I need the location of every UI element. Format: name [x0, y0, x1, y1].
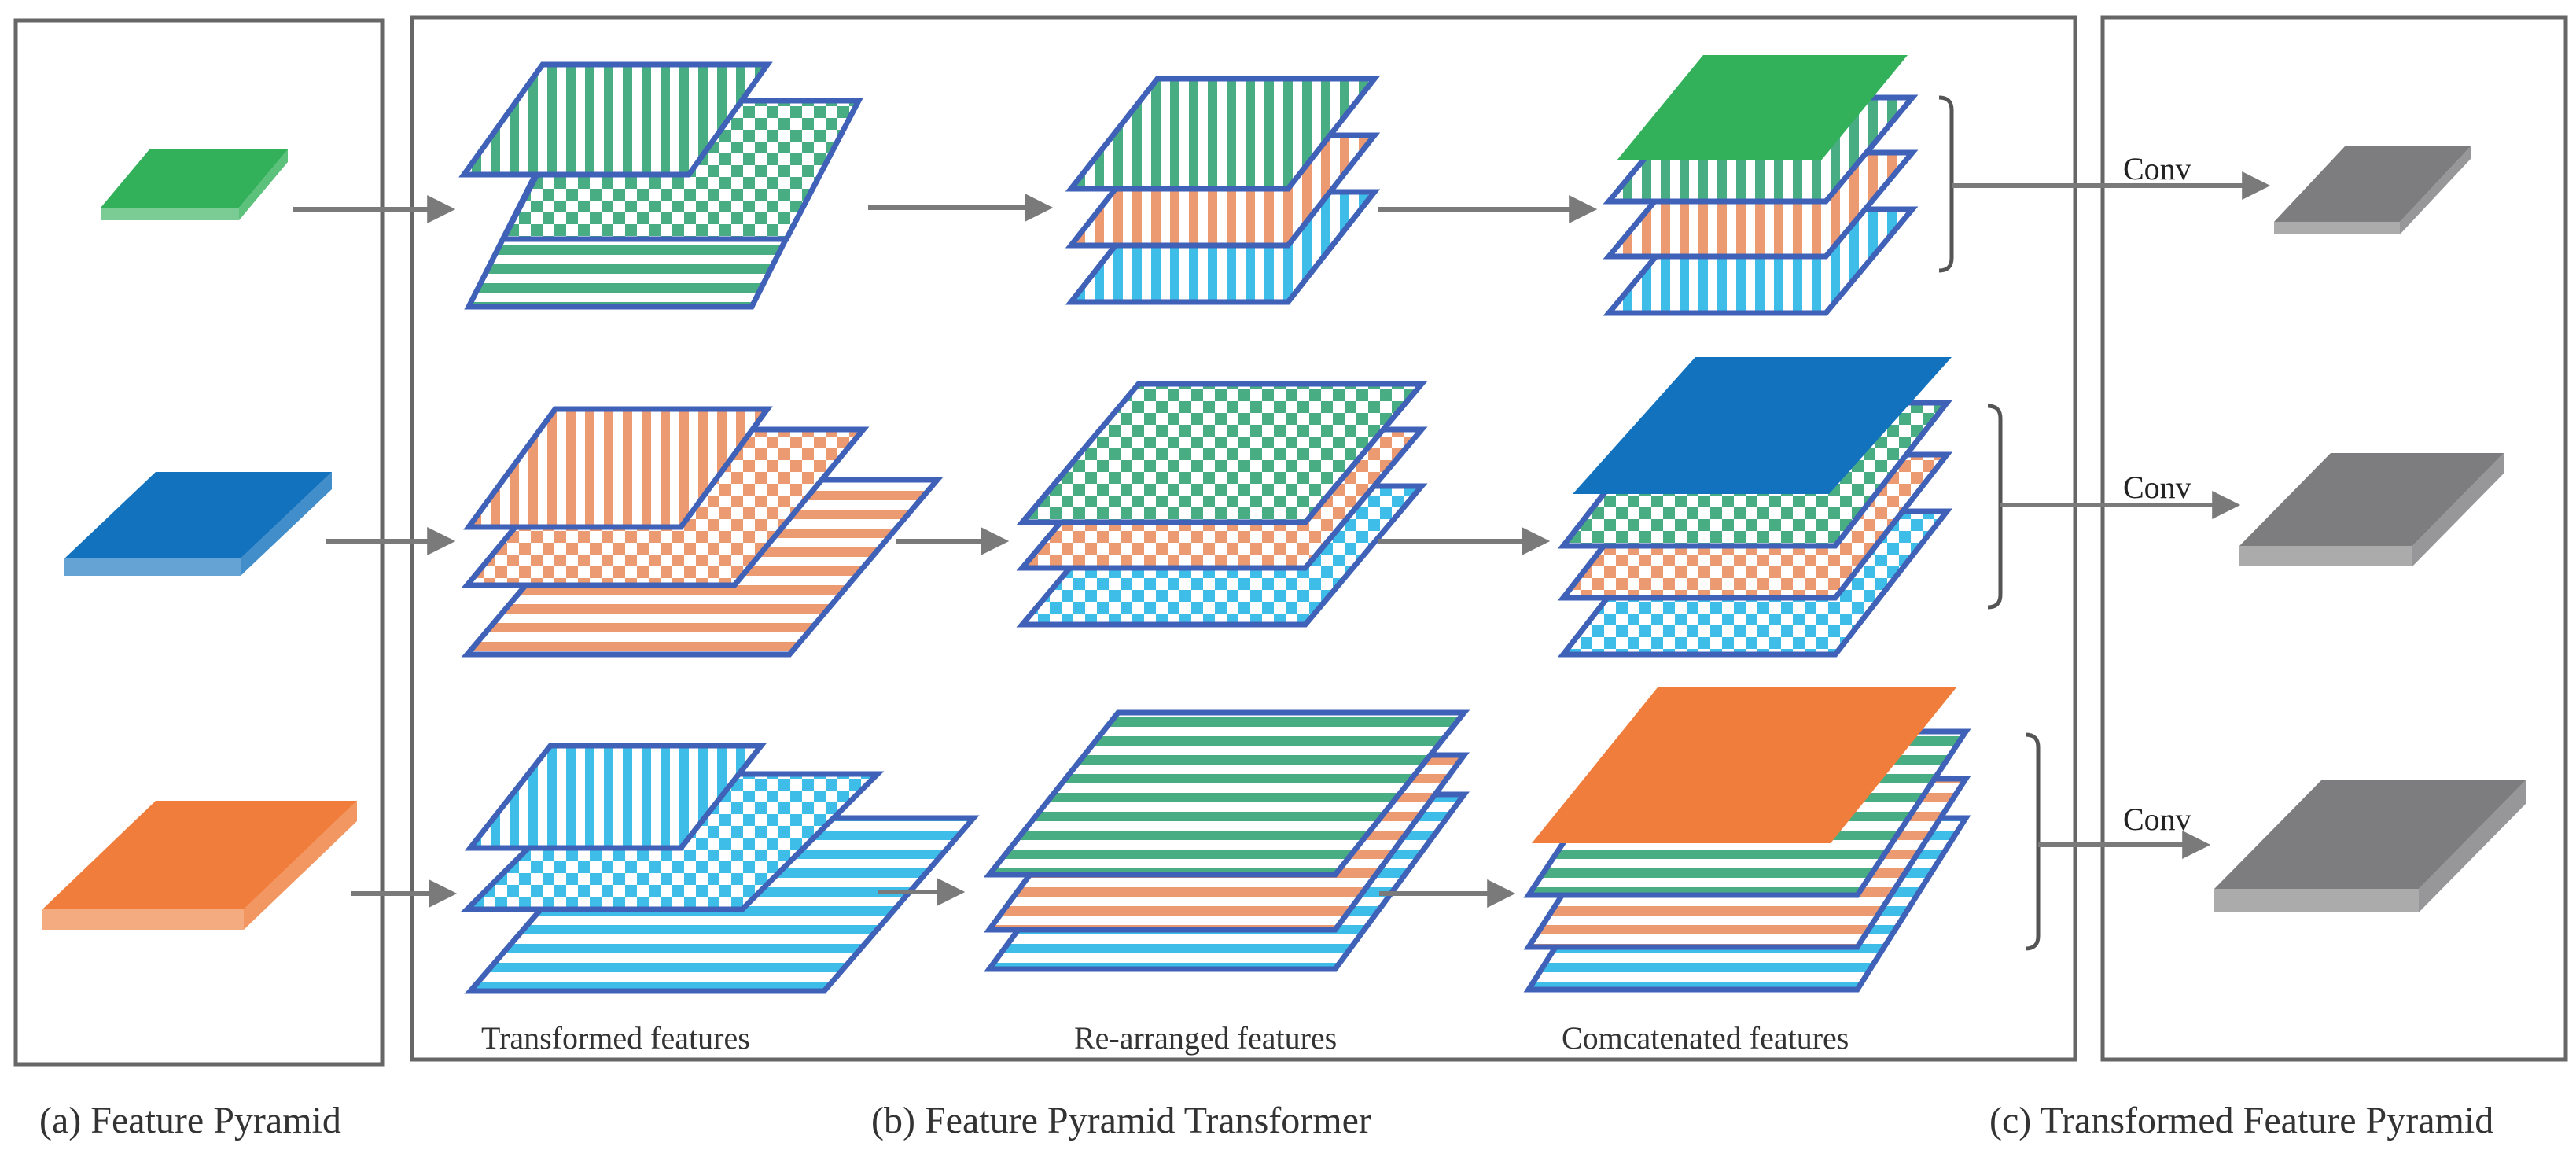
output-gray-large-side	[2419, 780, 2526, 912]
input-orange-front	[42, 909, 244, 930]
output-gray-small-top	[2274, 146, 2471, 222]
row3-rearranged-layer-1	[983, 710, 1470, 878]
output-gray-medium-front	[2239, 546, 2412, 566]
row2-transformed-layer-1	[463, 406, 773, 530]
input-orange-side	[244, 801, 357, 930]
output-gray-small-side	[2400, 146, 2471, 234]
input-green-side	[239, 149, 288, 220]
row1-transformed-layer-1	[458, 61, 773, 178]
caption-feature-pyramid: (a) Feature Pyramid	[39, 1100, 341, 1141]
panel-c-frame	[2100, 15, 2568, 1062]
row1-concat-top-green	[1617, 55, 1908, 160]
row3-concat-top-orange	[1532, 687, 1956, 843]
output-gray-small-front	[2274, 222, 2400, 234]
conv-label-middle: Conv	[2123, 470, 2191, 505]
input-blue-top	[64, 472, 332, 558]
input-blue-front	[64, 558, 241, 576]
row2-bracket	[1987, 404, 2003, 610]
input-green-top	[101, 149, 288, 208]
row2-rearranged-layer-1	[1016, 381, 1428, 525]
row3-bracket	[2025, 732, 2041, 951]
output-gray-large-top	[2214, 780, 2526, 889]
row1-rearranged-layer-1	[1065, 76, 1381, 192]
caption-feature-pyramid-transformer: (b) Feature Pyramid Transformer	[871, 1100, 1371, 1141]
row2-concat-top-blue	[1573, 357, 1952, 494]
input-green-front	[101, 208, 239, 220]
transformed-features-label: Transformed features	[481, 1020, 750, 1056]
row3-transformed-layer-1	[464, 743, 767, 851]
output-gray-medium-top	[2239, 453, 2504, 546]
row1-bracket	[1938, 95, 1954, 273]
conv-label-bottom: Conv	[2123, 802, 2191, 837]
diagram-shapes	[42, 55, 2526, 994]
caption-transformed-feature-pyramid: (c) Transformed Feature Pyramid	[1989, 1100, 2493, 1141]
concatenated-features-label: Comcatenated features	[1562, 1020, 1849, 1056]
rearranged-features-label: Re-arranged features	[1074, 1020, 1337, 1056]
input-blue-side	[241, 472, 332, 576]
output-gray-large-front	[2214, 889, 2419, 912]
conv-label-top: Conv	[2123, 151, 2191, 186]
panel-b-frame	[410, 15, 2077, 1062]
output-gray-medium-side	[2412, 453, 2504, 566]
input-orange-top	[42, 801, 357, 909]
